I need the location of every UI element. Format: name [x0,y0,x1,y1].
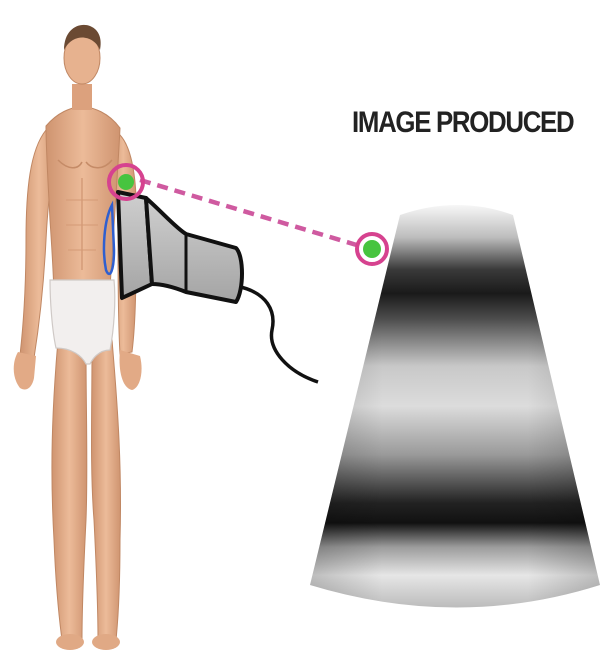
ultrasound-probe [118,192,318,382]
human-figure [14,25,142,650]
torso [46,106,120,300]
source-target-dot [118,174,134,190]
probe-cable [236,286,318,382]
image-target-dot [363,240,381,258]
image-produced-caption: IMAGE PRODUCED [352,106,573,140]
neck [72,84,92,110]
left-leg [52,340,87,640]
right-hand [120,350,142,390]
ultrasound-image [310,205,600,608]
left-foot [56,634,84,650]
left-hand [14,352,36,390]
right-leg [92,340,121,640]
right-foot [92,634,120,650]
probe-handle [146,198,242,302]
